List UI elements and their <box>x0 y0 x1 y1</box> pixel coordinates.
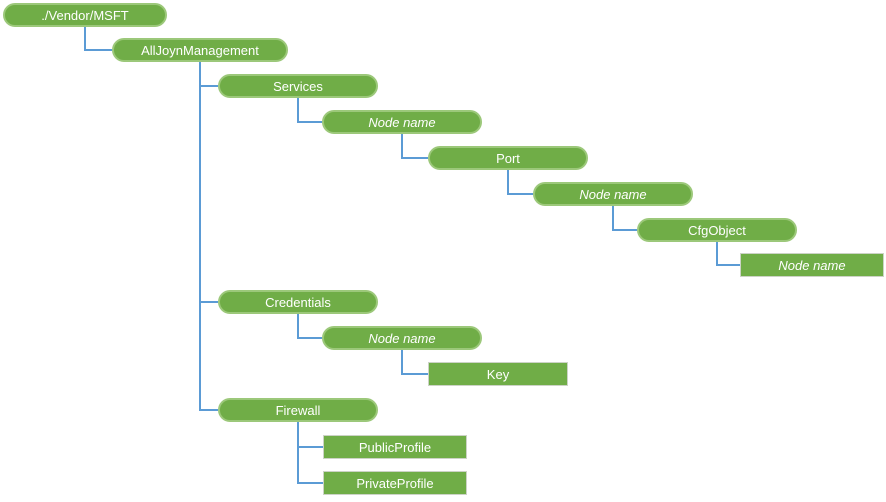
node-credentials: Credentials <box>218 290 378 314</box>
connector-credentials-node-to-key <box>401 350 428 375</box>
node-label: Port <box>496 150 520 166</box>
connector-alljoyn-to-credentials <box>199 62 218 303</box>
node-port-node: Node name <box>533 182 693 206</box>
node-label: CfgObject <box>688 222 746 238</box>
node-label: AllJoynManagement <box>141 42 259 58</box>
node-label: ./Vendor/MSFT <box>41 7 129 23</box>
node-label: PublicProfile <box>358 439 432 455</box>
node-label: Credentials <box>265 294 331 310</box>
connector-services-node-to-port <box>401 134 428 159</box>
node-privateprofile: PrivateProfile <box>323 471 467 495</box>
connector-services-to-services-node <box>297 98 322 123</box>
node-services: Services <box>218 74 378 98</box>
node-firewall: Firewall <box>218 398 378 422</box>
connector-cfgobject-to-cfgobject-node <box>716 242 740 266</box>
connector-credentials-to-credentials-node <box>297 314 322 339</box>
connector-alljoyn-to-services <box>199 62 218 87</box>
node-services-node: Node name <box>322 110 482 134</box>
node-publicprofile: PublicProfile <box>323 435 467 459</box>
node-label: Services <box>273 78 323 94</box>
connector-port-to-port-node <box>507 170 533 195</box>
node-label: Firewall <box>275 402 321 418</box>
node-label: Node name <box>368 114 436 130</box>
node-label: Key <box>486 366 510 382</box>
node-port: Port <box>428 146 588 170</box>
connector-firewall-to-privateprofile <box>297 422 323 484</box>
node-label: PrivateProfile <box>356 475 434 491</box>
node-label: Node name <box>579 186 647 202</box>
connector-root-to-alljoyn <box>84 27 112 51</box>
node-cfgobject-node: Node name <box>740 253 884 277</box>
node-label: Node name <box>778 257 846 273</box>
node-alljoyn: AllJoynManagement <box>112 38 288 62</box>
connector-firewall-to-publicprofile <box>297 422 323 448</box>
node-credentials-node: Node name <box>322 326 482 350</box>
node-root: ./Vendor/MSFT <box>3 3 167 27</box>
connector-alljoyn-to-firewall <box>199 62 218 411</box>
node-label: Node name <box>368 330 436 346</box>
node-cfgobject: CfgObject <box>637 218 797 242</box>
node-key: Key <box>428 362 568 386</box>
connector-port-node-to-cfgobject <box>612 206 637 231</box>
